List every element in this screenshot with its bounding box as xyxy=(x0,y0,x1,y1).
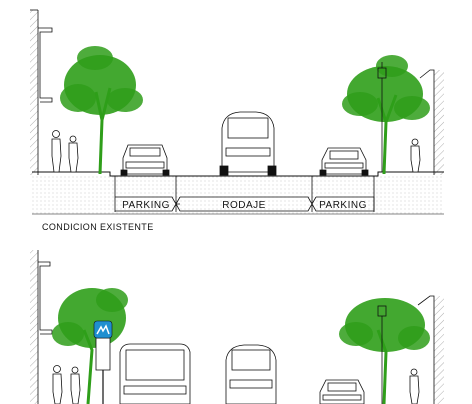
van xyxy=(219,111,277,176)
parked-car-right xyxy=(319,147,369,176)
right-building xyxy=(419,69,444,175)
zone-bar xyxy=(114,176,375,212)
left-building-2 xyxy=(30,250,53,404)
ground-profile xyxy=(32,171,444,215)
zone-label-parking-left: PARKING xyxy=(122,200,170,211)
zone-label-rodaje: RODAJE xyxy=(222,200,266,211)
bus xyxy=(119,343,191,404)
section-proposed xyxy=(30,250,444,404)
pedestrian-right-2 xyxy=(409,368,420,404)
pedestrian-right xyxy=(410,138,421,173)
street-lamp-2 xyxy=(377,305,387,404)
bus-stop-sign xyxy=(93,320,113,404)
zone-label-parking-right: PARKING xyxy=(319,200,367,211)
section-caption-existing: CONDICION EXISTENTE xyxy=(42,222,154,232)
pedestrians-left-2 xyxy=(52,365,81,404)
car-2 xyxy=(319,379,365,404)
tree-left-2 xyxy=(52,288,128,404)
pedestrians-left xyxy=(51,130,79,173)
tree-left xyxy=(60,46,143,175)
right-building-2 xyxy=(417,295,444,404)
left-building xyxy=(30,9,53,175)
tree-right xyxy=(342,55,430,175)
parked-car-left xyxy=(120,144,170,176)
tree-right-2 xyxy=(339,298,430,404)
section-existing: PARKING RODAJE PARKING CONDICION EXISTEN… xyxy=(30,9,444,232)
street-lamp xyxy=(377,62,387,172)
van-2 xyxy=(225,344,277,404)
